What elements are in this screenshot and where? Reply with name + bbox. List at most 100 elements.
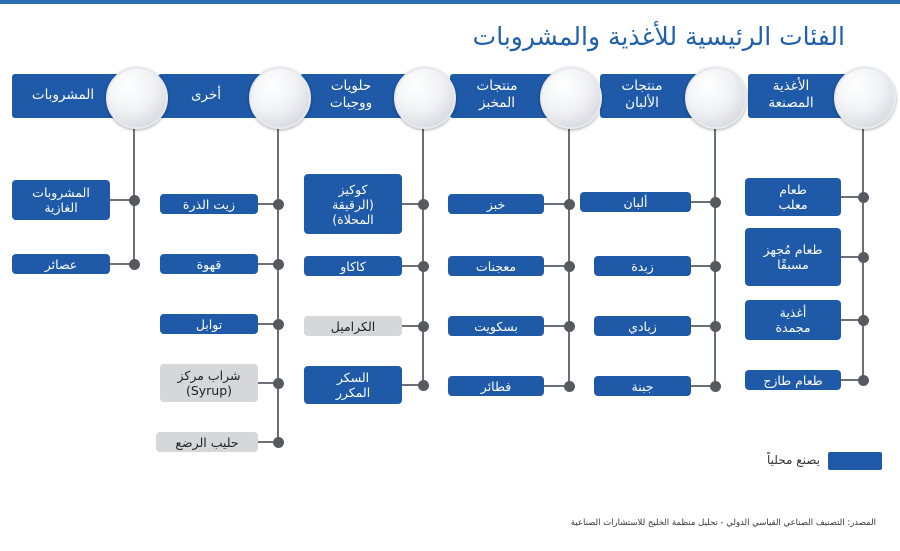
category-connector-line	[568, 118, 570, 386]
category-item-line: المشروبات	[32, 185, 90, 200]
item-connector-dot	[563, 260, 575, 272]
top-accent-line	[0, 0, 900, 4]
category-item-box: زيت الذرة	[160, 194, 258, 214]
item-connector-line	[402, 384, 423, 386]
category-connector-line	[714, 118, 716, 386]
category-item-box: كاكاو	[304, 256, 402, 276]
item-connector-line	[691, 325, 715, 327]
category-item-line: عصائر	[44, 256, 78, 272]
category-item-label: زبدة	[631, 259, 654, 274]
category-header-line: أخرى	[190, 87, 222, 103]
category-item-box: شراب مركز(Syrup)	[160, 364, 258, 402]
category-item-line: السكر	[336, 370, 370, 385]
legend-label: يصنع محلياً	[767, 453, 820, 467]
category-header-line: المشروبات	[31, 87, 95, 103]
item-connector-line	[258, 263, 278, 265]
item-connector-line	[691, 265, 715, 267]
item-connector-line	[258, 203, 278, 205]
item-connector-line	[258, 441, 278, 443]
item-connector-line	[544, 265, 569, 267]
category-item-box: خبز	[448, 194, 544, 214]
category-item-label: طعام طازج	[763, 373, 822, 388]
category-item-line: ألبان	[623, 194, 648, 210]
category-item-line: زبدة	[631, 258, 654, 274]
category-circle-icon	[249, 67, 311, 129]
category-item-line: توابل	[195, 316, 223, 332]
item-connector-dot	[563, 320, 575, 332]
item-connector-dot	[857, 191, 869, 203]
category-circle-icon	[394, 67, 456, 129]
category-item-line: زيت الذرة	[182, 196, 236, 212]
category-header-line: المصنعة	[768, 95, 814, 111]
category-item-box: زبدة	[594, 256, 691, 276]
category-item-line: (Syrup)	[185, 383, 233, 398]
category-item-label: جبنة	[632, 379, 654, 394]
item-connector-dot	[272, 198, 284, 210]
category-item-box: جبنة	[594, 376, 691, 396]
item-connector-dot	[563, 380, 575, 392]
item-connector-dot	[128, 258, 140, 270]
item-connector-dot	[272, 436, 284, 448]
item-connector-line	[110, 263, 134, 265]
category-item-line: أغذية	[779, 305, 807, 320]
category-item-box: زبادي	[594, 316, 691, 336]
category-item-line: كاكاو	[340, 258, 366, 274]
category-item-label: عصائر	[45, 257, 77, 272]
item-connector-line	[402, 265, 423, 267]
item-connector-dot	[563, 198, 575, 210]
legend-swatch	[828, 452, 882, 470]
category-item-box: حليب الرضع	[156, 432, 258, 452]
item-connector-dot	[417, 260, 429, 272]
category-item-label: شراب مركز(Syrup)	[177, 368, 240, 398]
category-item-line: كوكيز	[338, 181, 368, 197]
item-connector-dot	[709, 320, 721, 332]
item-connector-line	[544, 385, 569, 387]
category-item-line: شراب مركز	[177, 368, 241, 383]
category-item-label: ألبان	[623, 195, 647, 210]
category-connector-line	[862, 118, 864, 380]
category-connector-line	[133, 118, 135, 264]
item-connector-dot	[417, 320, 429, 332]
category-item-line: (الرقيقة	[332, 196, 374, 212]
category-item-line: الغازية	[44, 200, 78, 215]
category-header-line: الأغذية	[772, 78, 810, 94]
category-circle-icon	[834, 67, 896, 129]
item-connector-line	[841, 319, 863, 321]
item-connector-line	[691, 385, 715, 387]
item-connector-dot	[417, 198, 429, 210]
item-connector-dot	[857, 374, 869, 386]
category-item-line: الكراميل	[330, 318, 376, 334]
category-item-line: طعام	[779, 182, 807, 197]
item-connector-line	[841, 196, 863, 198]
item-connector-line	[841, 256, 863, 258]
category-item-box: بسكويت	[448, 316, 544, 336]
category-connector-line	[422, 118, 424, 385]
category-item-box: قهوة	[160, 254, 258, 274]
category-item-label: فطائر	[481, 379, 511, 394]
item-connector-dot	[272, 377, 284, 389]
category-circle-icon	[540, 67, 602, 129]
category-header-line: ووجبات	[329, 95, 373, 111]
item-connector-line	[544, 203, 569, 205]
item-connector-line	[691, 201, 715, 203]
item-connector-dot	[709, 196, 721, 208]
category-circle-icon	[106, 67, 168, 129]
item-connector-line	[110, 199, 134, 201]
category-connector-line	[277, 118, 279, 442]
category-item-label: زيت الذرة	[183, 197, 235, 212]
category-item-line: خبز	[486, 196, 506, 212]
category-circle-icon	[685, 67, 747, 129]
category-item-line: معجنات	[475, 258, 517, 274]
item-connector-dot	[709, 260, 721, 272]
item-connector-dot	[709, 380, 721, 392]
